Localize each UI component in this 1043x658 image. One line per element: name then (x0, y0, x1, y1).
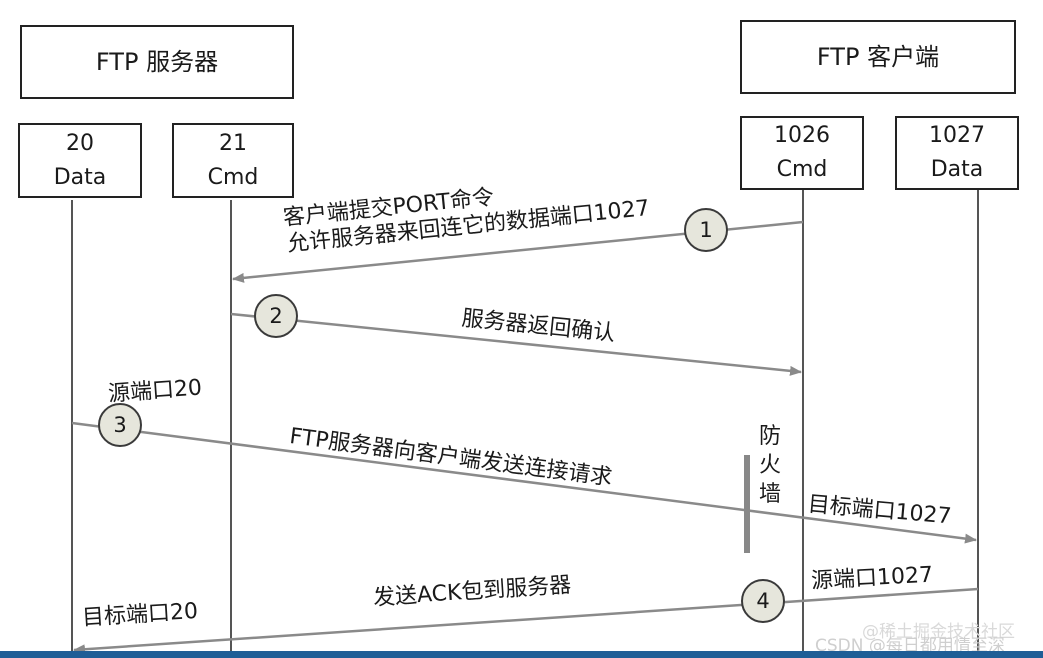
ftp-server-title: FTP 服务器 (95, 48, 219, 76)
step-3-badge: 3 (98, 403, 142, 447)
port-label: Data (53, 164, 107, 190)
port-number: 1026 (774, 123, 830, 148)
port-number: 20 (66, 130, 94, 156)
port-label: Cmd (207, 164, 259, 190)
port-box-server-cmd: 21 Cmd (172, 123, 294, 198)
arrow-step-3 (71, 421, 977, 544)
port-box-client-data: 1027 Data (895, 116, 1019, 190)
step-4-badge: 4 (741, 579, 785, 623)
firewall-char: 防 (758, 424, 781, 449)
firewall-char: 火 (758, 453, 781, 478)
watermark-juejin: @稀土掘金技术社区 (862, 622, 1015, 642)
port-box-server-data: 20 Data (18, 123, 142, 198)
port-box-client-cmd: 1026 Cmd (740, 116, 864, 190)
ftp-server-box: FTP 服务器 (20, 25, 294, 99)
lifelines (71, 190, 979, 652)
step-1-badge: 1 (684, 208, 728, 252)
firewall-label: 防 火 墙 (755, 422, 785, 509)
bottom-bar (0, 651, 1043, 658)
step-4-source-port: 源端口1027 (810, 562, 934, 594)
step-2-badge: 2 (254, 294, 298, 338)
ftp-client-title: FTP 客户端 (816, 43, 940, 71)
port-number: 1027 (929, 123, 985, 148)
port-number: 21 (219, 130, 247, 156)
port-label: Data (930, 157, 984, 182)
firewall-char: 墙 (758, 482, 781, 507)
ftp-client-box: FTP 客户端 (740, 20, 1016, 94)
arrow-step-4 (73, 587, 979, 655)
arrow-step-2 (230, 312, 802, 376)
port-label: Cmd (776, 157, 828, 182)
